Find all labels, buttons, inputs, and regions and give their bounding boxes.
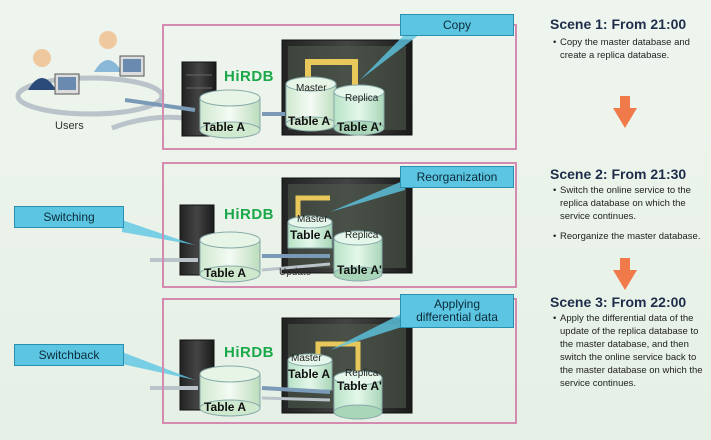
switching-callout: Switching bbox=[14, 206, 124, 228]
callout-pointer bbox=[360, 34, 420, 80]
scene-1-title: Scene 1: From 21:00 bbox=[550, 16, 687, 32]
table-a-label: Table A bbox=[203, 120, 246, 134]
scene-transition-arrow bbox=[613, 258, 637, 290]
flow-arrow bbox=[261, 396, 331, 402]
table-a-label: Table A bbox=[204, 266, 247, 280]
callout-line-1: Applying bbox=[433, 297, 481, 311]
reorganization-callout: Reorganization bbox=[400, 166, 514, 188]
callout-pointer bbox=[122, 220, 195, 245]
table-a-label: Table A bbox=[204, 400, 247, 414]
scene-1-panel bbox=[162, 24, 517, 150]
table-a-prime-label: Table A' bbox=[337, 379, 382, 393]
user-icon bbox=[94, 31, 145, 77]
update-label: Update bbox=[279, 267, 312, 278]
table-a-master-label: Table A bbox=[288, 114, 331, 128]
copy-callout: Copy bbox=[400, 14, 514, 36]
flow-arrow bbox=[261, 386, 331, 394]
table-a-master-label: Table A bbox=[290, 228, 333, 242]
replica-label: Replica bbox=[345, 230, 379, 241]
scene-2-title: Scene 2: From 21:30 bbox=[550, 166, 687, 182]
hirdb-logo: HiRDB bbox=[224, 206, 274, 223]
table-a-master-label: Table A bbox=[288, 367, 331, 381]
database-cylinder-users bbox=[199, 365, 261, 417]
flow-arrow bbox=[261, 262, 331, 272]
hirdb-logo: HiRDB bbox=[224, 68, 274, 85]
database-cylinder-users bbox=[199, 231, 261, 283]
scene-2-bullet-2: Reorganize the master database. bbox=[553, 230, 705, 243]
flow-arrow bbox=[124, 98, 196, 112]
database-cylinder-replica bbox=[333, 84, 385, 136]
scene-transition-arrow bbox=[613, 96, 637, 128]
database-cylinder-master bbox=[287, 215, 333, 249]
copy-frame bbox=[295, 195, 330, 220]
users-label: Users bbox=[55, 120, 84, 132]
database-cylinder-master bbox=[287, 353, 333, 391]
scene-3-panel bbox=[162, 298, 517, 424]
scene-3-bullet: Apply the differential data of the updat… bbox=[553, 312, 705, 390]
master-label: Master bbox=[297, 214, 328, 225]
database-cylinder-replica bbox=[333, 370, 383, 420]
scene-2-bullet-1: Switch the online service to the replica… bbox=[553, 184, 705, 223]
switchback-callout: Switchback bbox=[14, 344, 124, 366]
callout-pointer bbox=[330, 312, 405, 350]
applying-differential-data-callout: Applying differential data bbox=[400, 294, 514, 328]
master-label: Master bbox=[291, 353, 322, 364]
callout-pointer bbox=[330, 180, 405, 212]
master-label: Master bbox=[296, 83, 327, 94]
copy-frame bbox=[305, 59, 358, 88]
callout-pointer bbox=[122, 352, 195, 380]
callout-line-2: differential data bbox=[416, 310, 498, 324]
scene-3-title: Scene 3: From 22:00 bbox=[550, 294, 687, 310]
database-cylinder-replica bbox=[333, 230, 383, 282]
user-icon bbox=[28, 49, 80, 95]
hirdb-logo: HiRDB bbox=[224, 344, 274, 361]
scene-2-panel bbox=[162, 162, 517, 288]
replica-label: Replica bbox=[345, 368, 379, 379]
table-a-prime-label: Table A' bbox=[337, 263, 382, 277]
database-cylinder-users bbox=[199, 89, 261, 139]
table-a-prime-label: Table A' bbox=[337, 120, 382, 134]
replica-label: Replica bbox=[345, 93, 379, 104]
scene-1-bullet: Copy the master database and create a re… bbox=[553, 36, 705, 62]
